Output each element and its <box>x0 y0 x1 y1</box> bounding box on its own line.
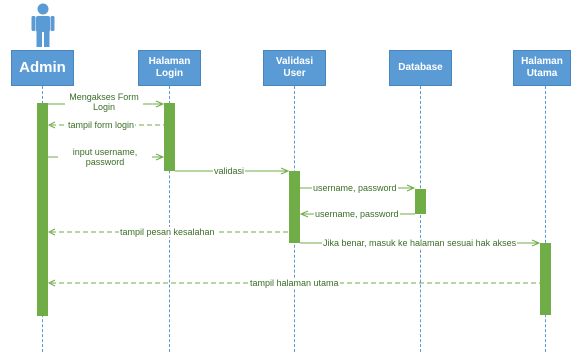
activation-halaman-utama <box>540 243 551 315</box>
message-label: username, password <box>314 209 400 220</box>
message-label: Jika benar, masuk ke halaman sesuai hak … <box>322 238 518 249</box>
activation-database <box>415 189 426 214</box>
message-label: tampil halaman utama <box>249 278 340 289</box>
message-label: Mengakses Form Login <box>65 92 143 113</box>
message-label: validasi <box>213 166 246 177</box>
participant-admin: Admin <box>11 50 74 86</box>
lifeline-halaman-utama <box>545 86 546 352</box>
message-label: tampil pesan kesalahan <box>119 227 216 238</box>
lifeline-database <box>420 86 421 352</box>
lifeline-halaman-login <box>169 86 170 352</box>
activation-admin <box>37 103 48 316</box>
message-label: username, password <box>312 183 398 194</box>
actor-icon <box>31 3 55 47</box>
participant-validasi-user: Validasi User <box>263 50 326 86</box>
participant-halaman-utama: Halaman Utama <box>513 50 571 86</box>
participant-database: Database <box>389 50 452 86</box>
message-label: input username, password <box>58 147 152 168</box>
participant-halaman-login: Halaman Login <box>138 50 201 86</box>
message-label: tampil form login <box>67 120 136 131</box>
activation-halaman-login <box>164 103 175 171</box>
activation-validasi-user <box>289 171 300 243</box>
